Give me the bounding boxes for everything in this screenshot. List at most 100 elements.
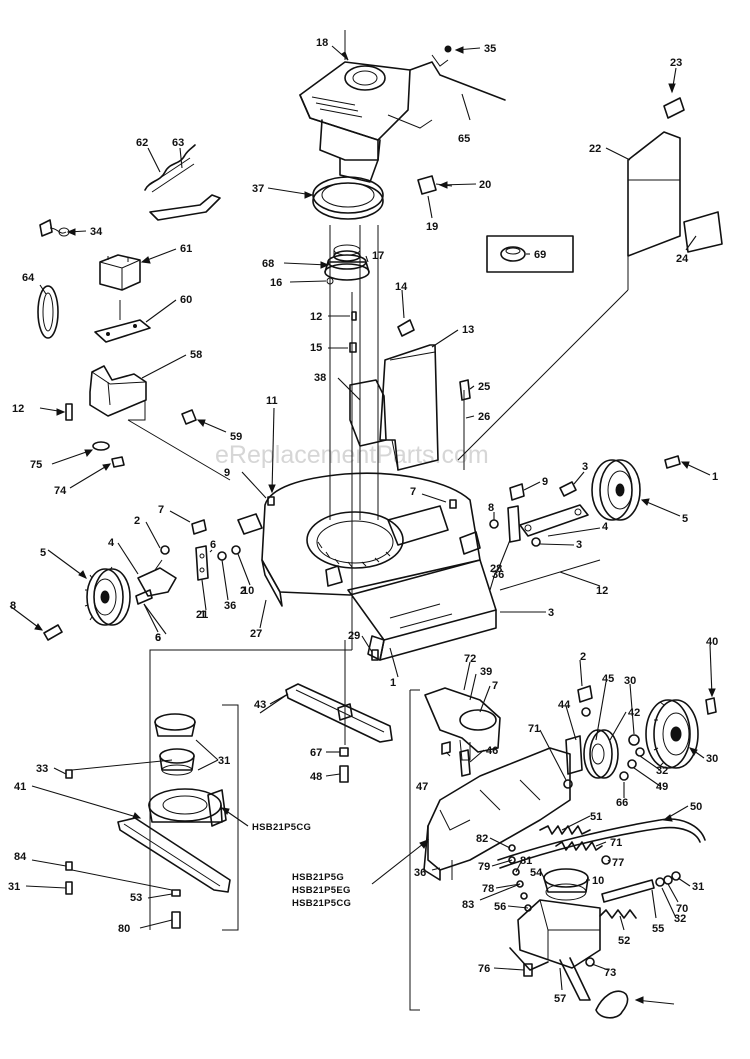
callout-label: 76 [478,963,490,975]
callout-label: 55 [652,923,664,935]
leader-arrows [34,46,716,1004]
clip-right-7-part [509,483,525,501]
callout-label: 41 [14,781,26,793]
bolt-21-part [371,649,379,661]
blade-adapter-part [154,713,196,776]
height-adjuster-left-part [137,559,177,597]
callout-label: 36 [414,867,426,879]
callout-label: 13 [462,324,474,336]
wire-harness-part [39,219,70,237]
callout-label: 77 [612,857,624,869]
front-wheel-part [645,699,699,769]
callout-label: 5 [682,513,688,525]
callout-label: 35 [484,43,496,55]
callout-label: 61 [180,243,192,255]
drive-cover-part [424,687,501,761]
callout-label: 2 [134,515,140,527]
engine-part [299,30,433,183]
spacer-45-part [628,734,640,746]
callout-label: 53 [130,892,142,904]
model-label-right-3: HSB21P5CG [292,898,351,909]
callout-label: 1 [390,677,396,689]
clip-right-lower-7-part [577,685,593,703]
callout-label: 40 [706,636,718,648]
callout-label: 31 [8,881,20,893]
callout-label: 1 [200,609,206,621]
callout-label: 69 [534,249,546,261]
callout-label: 75 [30,459,42,471]
callout-label: 36 [224,600,236,612]
callout-label: 84 [14,851,27,863]
callout-label: 49 [656,781,668,793]
callout-label: 6 [155,632,161,644]
bolt-left-1-part [43,624,63,641]
callout-label: 71 [528,723,540,735]
belt-loop-part [37,285,59,339]
callout-label: 16 [270,277,282,289]
callout-label: 68 [262,258,274,270]
callout-label: 4 [602,521,609,533]
callout-label: 50 [690,801,702,813]
center-blade-part [285,683,393,743]
callout-label: 39 [480,666,492,678]
frame-bracket-part [349,379,387,447]
callout-label: 54 [530,867,543,879]
discharge-chute-part [457,97,723,461]
callout-label: 63 [172,137,184,149]
callout-label: 26 [478,411,490,423]
callout-label: 32 [674,913,686,925]
callout-label: 57 [554,993,566,1005]
left-wheel-part [84,566,131,626]
callout-label: 64 [22,272,35,284]
callout-label: 78 [482,883,494,895]
callout-label: 3 [582,461,588,473]
belt-guard-ring-part [312,176,384,220]
washer-right-2-part [531,537,541,547]
callout-label: 2 [580,651,586,663]
spring-part [144,144,196,193]
callout-label: 80 [118,923,130,935]
washer-part [92,441,110,451]
callout-label: 14 [395,281,408,293]
callout-label: 73 [604,967,616,979]
bolt-52-part [523,963,533,977]
bolt-71-part [65,769,73,779]
rod-27-part [499,559,601,591]
washer-48-part [627,759,637,769]
callout-label: 83 [462,899,474,911]
callout-label: 9 [542,476,548,488]
callout-label: 38 [314,372,326,384]
callout-label: 46 [486,745,498,757]
bolt-31-part [65,861,73,871]
callout-label: 32 [656,765,668,777]
callout-label: 62 [136,137,148,149]
callout-label: 51 [590,811,602,823]
callout-label: 5 [40,547,46,559]
clip-left-7-part [191,519,207,535]
callout-label: 59 [230,431,242,443]
callout-label: 7 [410,486,416,498]
callout-label: 12 [596,585,608,597]
callout-label: 70 [676,903,688,915]
washer-54-part [671,871,681,881]
callout-label: 71 [610,837,622,849]
washer-right-lower-2-part [581,707,591,717]
callout-label: 22 [589,143,601,155]
bolt-32-center-part [339,765,349,783]
callout-label: 10 [242,585,254,597]
callout-label: 17 [372,250,384,262]
callout-label: 2 [240,585,246,597]
washer-left-part [160,545,170,555]
callout-label: 37 [252,183,264,195]
callout-label: 81 [520,855,532,867]
washer-47-part [635,747,645,757]
callout-label: 67 [310,747,322,759]
callout-label: 24 [676,253,689,265]
blade-hub-part [148,788,227,827]
callout-label: 8 [10,600,16,612]
spacer-left-8-part [217,551,227,561]
mounting-plate-part [94,300,151,343]
transmission-housing-part [423,747,571,881]
bolt-9-left-part [267,496,275,506]
